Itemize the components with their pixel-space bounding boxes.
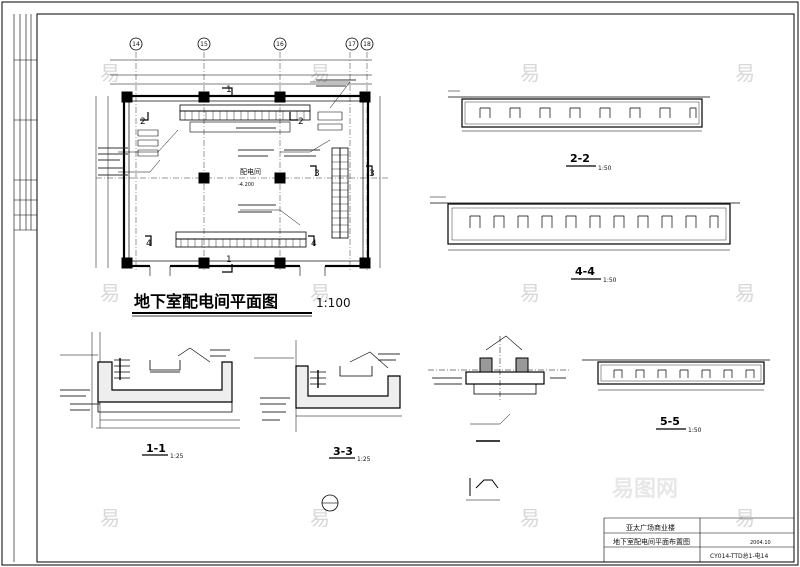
axis-bubbles — [129, 37, 374, 51]
axis-label-16: 16 — [276, 41, 284, 48]
section-mark-3a: 3 — [314, 169, 320, 179]
section-4-4-scale: 1:50 — [603, 277, 617, 284]
section-mark-4b: 4 — [311, 239, 317, 249]
watermark-glyph: 易 — [310, 61, 330, 85]
axis-label-17: 17 — [348, 41, 356, 48]
section-mark-2a: 2 — [298, 117, 304, 127]
project-name: 亚太广场商业楼 — [626, 523, 675, 532]
binding-strip — [13, 14, 37, 562]
section-mark-1a: 1 — [226, 85, 232, 95]
drawing-date: 2004.10 — [750, 540, 771, 546]
axis-bubble-15 — [197, 37, 211, 51]
watermark-glyph: 易 — [100, 61, 120, 85]
small-section-detail — [466, 478, 500, 501]
section-4-4-label: 4-4 — [575, 265, 595, 278]
section-1-1-scale: 1:25 — [170, 453, 184, 460]
section-mark-4a: 4 — [146, 239, 152, 249]
watermark-glyph: 易 — [735, 281, 755, 305]
plan-scale: 1:100 — [316, 296, 351, 310]
axis-label-15: 15 — [200, 41, 208, 48]
section-4-4-drawing — [430, 196, 740, 251]
plan-title: 地下室配电间平面图 — [134, 292, 278, 311]
section-2-2-label: 2-2 — [570, 152, 590, 165]
watermark-glyph: 易 — [310, 281, 330, 305]
room-label: 配电间 — [240, 167, 261, 176]
section-3-3-label: 3-3 — [333, 445, 353, 458]
watermark-glyph: 易 — [520, 506, 540, 530]
section-1-1-drawing — [60, 332, 240, 429]
axis-label-14: 14 — [132, 41, 140, 48]
watermark-layer: 易易易易易易易易易易易易 — [100, 61, 755, 530]
inner-border — [36, 13, 795, 563]
axis-label-18: 18 — [363, 41, 371, 48]
plan-elevation: -4.200 — [238, 182, 254, 188]
section-1-1-label: 1-1 — [146, 442, 166, 455]
watermark-brand: 易图网 — [612, 477, 678, 502]
axis-bubble-17 — [345, 37, 359, 51]
axis-bubble-14 — [129, 37, 143, 51]
floor-plan — [95, 52, 388, 276]
title-block — [603, 517, 794, 562]
section-mark-2b: 2 — [140, 117, 146, 127]
section-5-5-scale: 1:50 — [688, 427, 702, 434]
section-3-3-scale: 1:25 — [357, 456, 371, 463]
section-3-3-drawing — [254, 340, 402, 432]
watermark-glyph: 易 — [735, 61, 755, 85]
axis-bubble-18 — [360, 37, 374, 51]
section-2-2-drawing — [448, 90, 710, 132]
watermark-glyph: 易 — [100, 506, 120, 530]
detail-node-drawing — [428, 335, 570, 425]
section-2-2-scale: 1:50 — [598, 165, 612, 172]
section-mark-3b: 3 — [369, 169, 375, 179]
axis-bubble-16 — [273, 37, 287, 51]
watermark-glyph: 易 — [310, 506, 330, 530]
drawing-name: 地下室配电间平面布置图 — [613, 537, 690, 546]
watermark-glyph: 易 — [520, 61, 540, 85]
section-5-5-label: 5-5 — [660, 415, 680, 428]
section-5-5-drawing — [582, 359, 770, 391]
drawing-number: CY014-TTD总1-电14 — [710, 552, 768, 560]
watermark-glyph: 易 — [100, 281, 120, 305]
section-mark-1b: 1 — [226, 255, 232, 265]
watermark-glyph: 易 — [520, 281, 540, 305]
